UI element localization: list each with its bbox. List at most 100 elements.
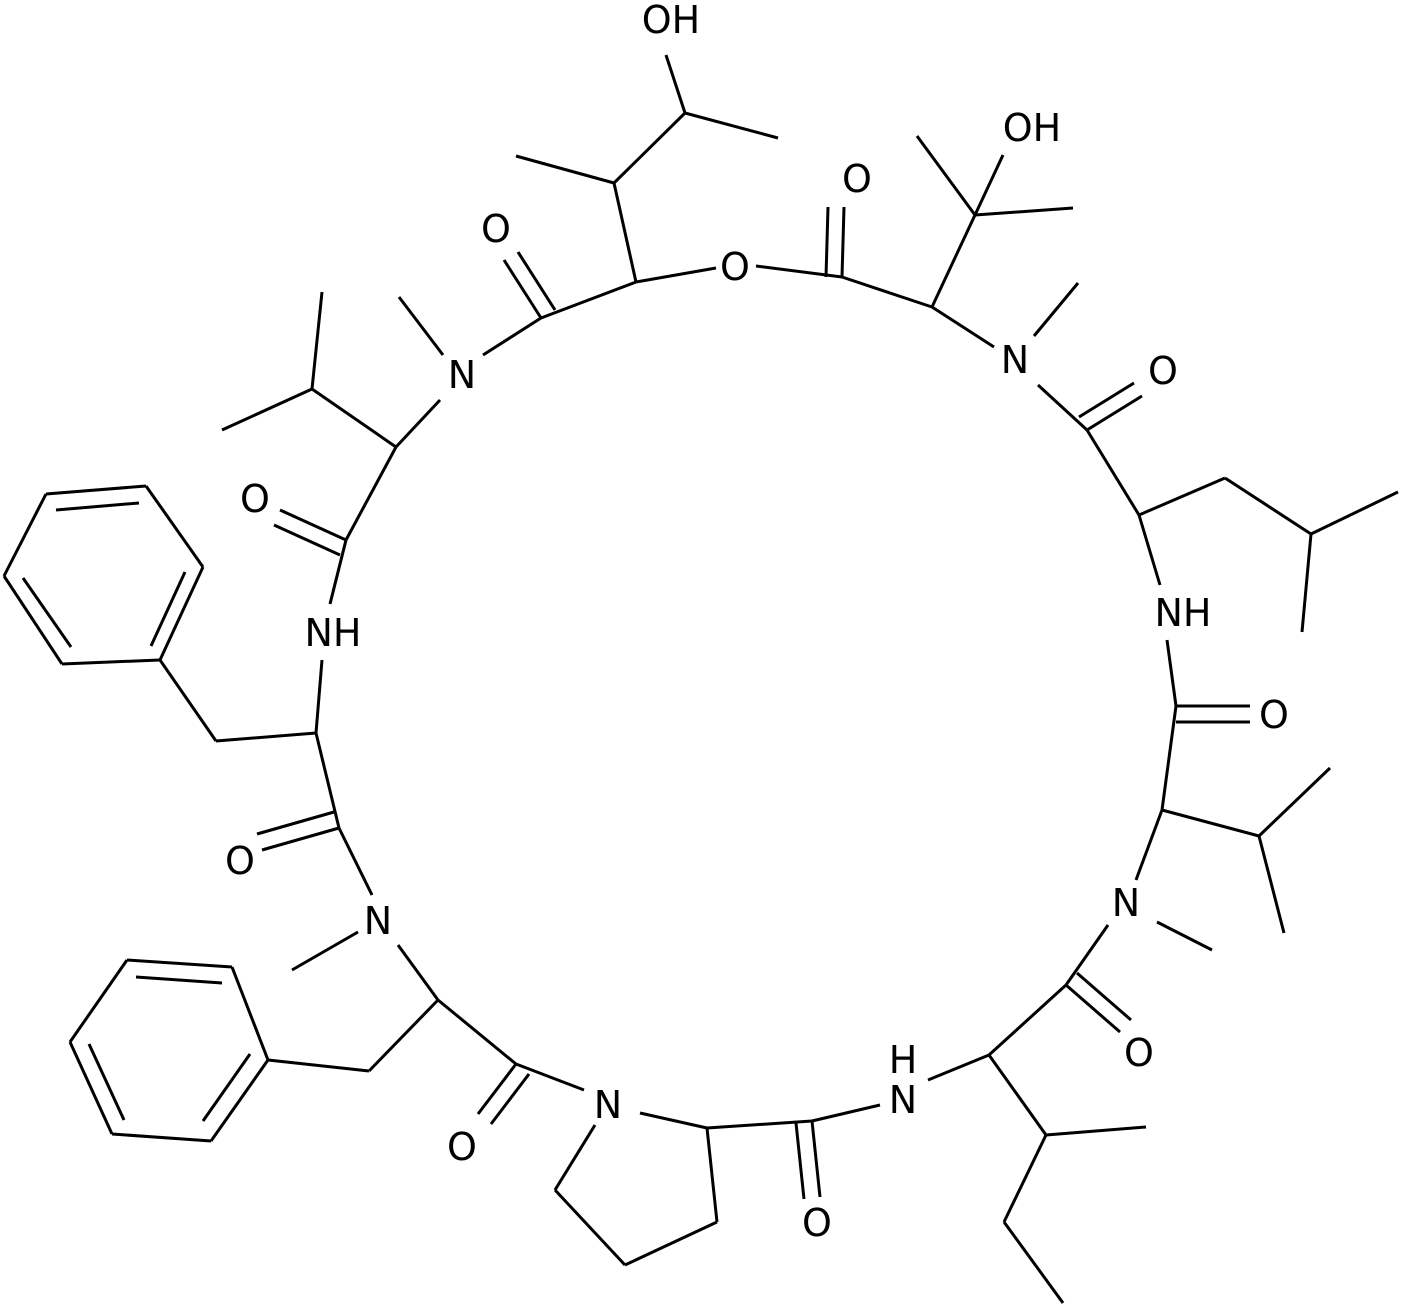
bond [230,966,270,1061]
bond [2,493,48,577]
bond [1065,983,1121,1034]
bond [612,111,687,185]
oxygen-label: O [225,839,255,883]
bond [126,958,233,969]
bond [337,827,374,896]
bond [314,659,324,734]
bond [1138,476,1226,517]
bond [705,1127,719,1223]
bond [1137,514,1162,586]
bond [367,998,440,1073]
bond [1078,381,1135,419]
bond [209,1059,270,1142]
bond [328,539,348,605]
atom-labels: OH OH O O O N O N O NH NH O O N N O H N … [225,0,1289,1245]
bond [135,975,223,985]
bond [1224,476,1312,536]
bond [502,259,543,319]
bond [45,484,147,496]
bond [810,1120,822,1198]
bond [201,1053,252,1122]
oxygen-label: O [240,477,270,521]
bond [1300,533,1313,633]
bond [1002,1221,1065,1304]
bond [915,135,977,216]
bond [931,305,995,349]
bond [1036,383,1089,432]
bond [624,1220,718,1267]
bond [755,264,843,279]
bond [215,731,317,743]
bond [21,577,73,648]
bond [1086,394,1143,432]
bond [1064,924,1110,986]
bond [684,111,779,140]
bond [68,1041,114,1135]
bond [476,1063,518,1115]
bond [291,930,359,972]
bond [149,571,187,647]
bond [489,1073,531,1125]
bond [311,387,397,449]
hydroxyl-label: OH [1003,106,1061,150]
bond [87,1043,126,1121]
amide-nh-label: NH [1155,591,1212,635]
ring-oxygen-label: O [720,245,750,289]
amide-h-label: H [889,1038,918,1082]
nitrogen-label: N [1001,338,1029,382]
bond [394,398,442,449]
bond [314,732,341,829]
bond [310,291,324,390]
bond [1257,766,1332,838]
proline-nitrogen-label: N [594,1083,622,1127]
bond [553,1124,597,1191]
bond [267,1058,370,1073]
oxygen-label: O [1259,693,1289,737]
bond [2,575,64,665]
nitrogen-label: N [448,353,476,397]
bond [840,206,846,278]
bond [516,251,557,311]
bond [811,1103,881,1123]
bond [344,446,398,541]
bond [1002,1134,1048,1223]
bond [396,944,440,1001]
bond [55,501,140,512]
bond [279,508,347,542]
bonds [2,54,1399,1304]
bond [987,983,1068,1057]
oxygen-label: O [481,207,511,251]
amide-nh-label: NH [305,611,362,655]
bond [158,566,205,661]
bond [144,485,205,568]
bond [841,275,933,309]
bond [1156,920,1213,952]
bond [261,826,340,852]
nitrogen-label: N [1112,881,1140,925]
bond [987,1054,1048,1136]
nitrogen-label: N [364,899,392,943]
bond [256,810,335,836]
bond [639,1111,708,1130]
bond [824,206,830,278]
bond [158,659,218,742]
bond [973,154,1005,216]
bond [1032,282,1080,337]
bond [612,182,638,283]
bond [1257,835,1286,934]
bond [794,1122,806,1200]
bond [437,998,517,1066]
oxygen-label: O [1124,1031,1154,1075]
bond [664,54,687,114]
amide-n-label: N [889,1078,917,1122]
bond [221,387,313,432]
bond [1085,429,1141,516]
bond [1161,808,1260,838]
bond [706,1119,813,1130]
oxygen-label: O [1148,349,1178,393]
hydroxyl-label: OH [642,0,700,42]
oxygen-label: O [447,1125,477,1169]
bond [1165,639,1178,707]
